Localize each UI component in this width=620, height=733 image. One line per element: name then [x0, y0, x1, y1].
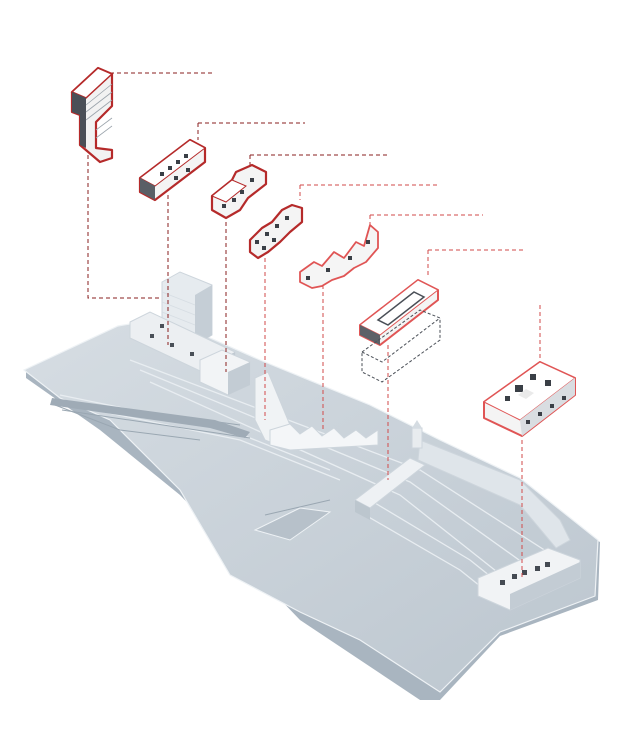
exploded-long-block [138, 138, 207, 202]
site-station-edge [417, 439, 571, 549]
exploded-zigzag-terrace [299, 224, 379, 289]
site-base-top [22, 317, 599, 693]
clock-tower [411, 427, 423, 449]
leader-lines [87, 72, 541, 580]
exploded-station-hall [483, 361, 576, 437]
courtyard-ghost-volume [361, 309, 441, 383]
site-base [22, 317, 600, 700]
exploded-tower-slab [70, 66, 114, 164]
leader-zigzag-h [369, 214, 483, 225]
leader-tower-slab-v [87, 155, 162, 299]
site-zigzag-terrace [269, 423, 379, 451]
leader-stepped-h [299, 184, 440, 200]
exploded-cluster-block [210, 163, 268, 220]
leader-cluster-h [249, 154, 390, 170]
site-buildings [129, 271, 581, 611]
exploded-buildings [70, 66, 576, 437]
bridge-ramp [253, 507, 332, 541]
rail-bridge [50, 398, 250, 438]
exploded-courtyard-bar [359, 279, 441, 383]
leader-courtyard-h [427, 249, 525, 275]
leader-long-block-h [197, 122, 305, 140]
exploded-stepped-tower [248, 203, 304, 260]
